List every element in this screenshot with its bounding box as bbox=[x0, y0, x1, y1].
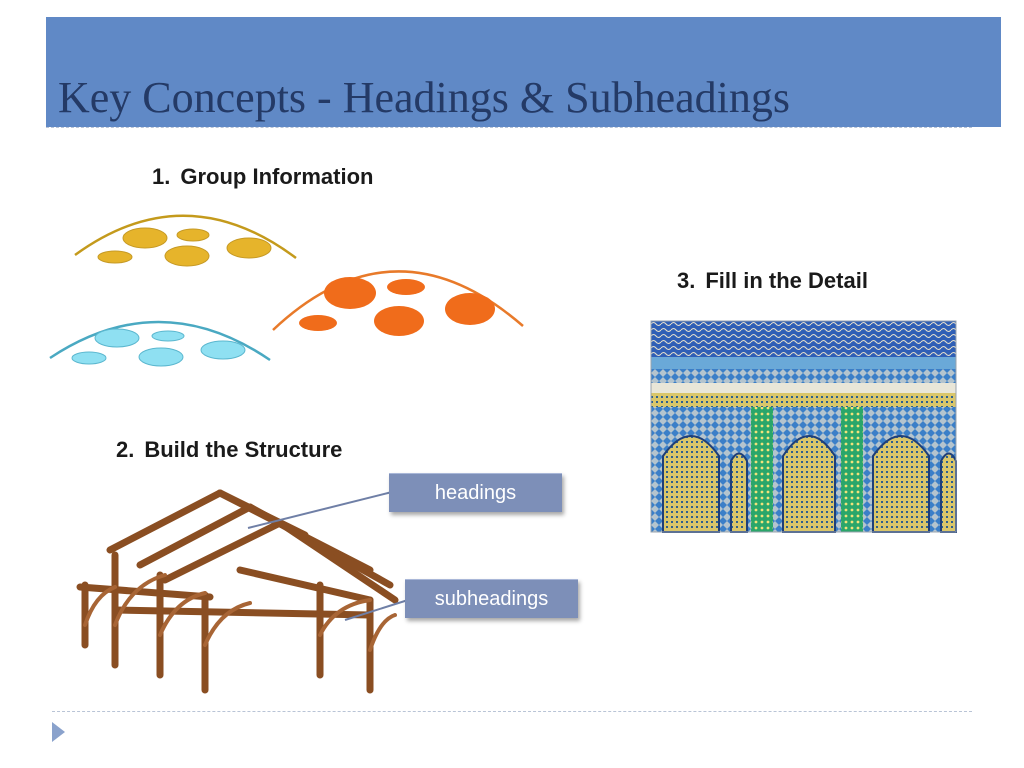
headings-connector bbox=[247, 491, 393, 529]
group-item bbox=[299, 315, 337, 331]
step-fill-in-detail: 3. Fill in the Detail bbox=[677, 268, 868, 294]
title-divider bbox=[46, 127, 972, 128]
slide-title: Key Concepts - Headings & Subheadings bbox=[58, 73, 790, 122]
step-number: 1. bbox=[152, 164, 171, 189]
step-number: 2. bbox=[116, 437, 135, 462]
group-item bbox=[387, 279, 425, 295]
group-item bbox=[71, 351, 107, 365]
subheadings-label: subheadings bbox=[405, 579, 578, 618]
step-number: 3. bbox=[677, 268, 696, 293]
group-yellow bbox=[74, 214, 297, 267]
group-item bbox=[200, 340, 246, 360]
step-label: Group Information bbox=[180, 164, 374, 189]
step-label: Fill in the Detail bbox=[705, 268, 868, 293]
mosaic-facade-image bbox=[650, 320, 957, 533]
group-item bbox=[176, 228, 210, 242]
group-item bbox=[226, 237, 272, 259]
group-arc bbox=[49, 320, 271, 362]
group-arc bbox=[74, 214, 297, 260]
group-item bbox=[97, 250, 133, 264]
group-item bbox=[445, 293, 495, 325]
step-label: Build the Structure bbox=[144, 437, 343, 462]
timber-frame-image bbox=[76, 489, 399, 694]
group-item bbox=[138, 347, 184, 367]
group-cyan bbox=[49, 320, 271, 367]
step-build-structure: 2. Build the Structure bbox=[116, 437, 342, 463]
step-group-information: 1. Group Information bbox=[152, 164, 373, 190]
group-item bbox=[374, 306, 424, 336]
group-item bbox=[122, 227, 168, 249]
group-orange bbox=[272, 270, 524, 336]
headings-label: headings bbox=[389, 473, 562, 512]
subheadings-connector bbox=[344, 599, 409, 621]
group-item bbox=[151, 330, 185, 342]
footer-divider bbox=[52, 711, 972, 712]
group-item bbox=[324, 277, 376, 309]
next-slide-arrow-icon[interactable] bbox=[52, 722, 65, 742]
group-item bbox=[164, 245, 210, 267]
group-item bbox=[94, 328, 140, 348]
title-bar bbox=[46, 17, 1001, 127]
